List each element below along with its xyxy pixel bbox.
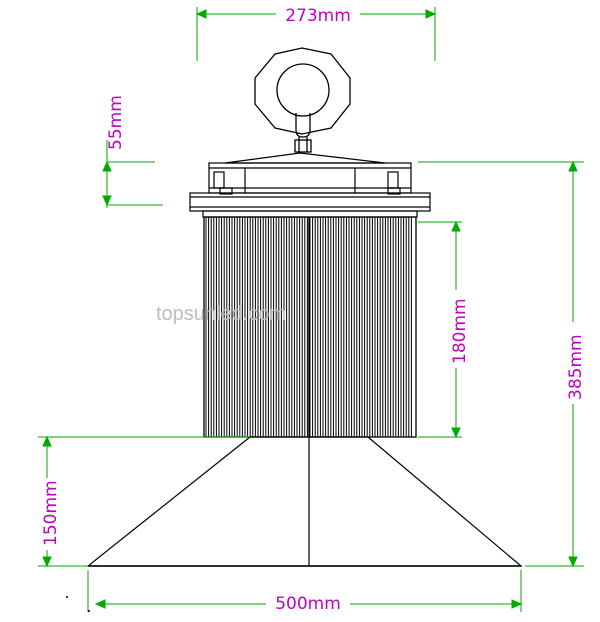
hanging-ring <box>254 47 351 153</box>
stray-dot <box>88 610 90 612</box>
dimension-reflector-height <box>38 435 250 568</box>
reflector <box>86 436 523 567</box>
dimension-total-height <box>418 160 584 568</box>
heatsink-fins <box>205 217 412 437</box>
top-width-label: 273mm <box>285 6 351 26</box>
bottom-width-label: 500mm <box>275 594 341 614</box>
heatsink-height-label: 180mm <box>450 298 470 364</box>
total-height-label: 385mm <box>566 334 586 400</box>
reflector-height-label: 150mm <box>41 480 61 546</box>
watermark-text: topsunled.com <box>156 303 286 325</box>
top-width-label-bg <box>276 4 360 24</box>
reflector-height-label-bg <box>37 478 61 550</box>
stray-dot <box>66 596 68 598</box>
hook-height-label: 55mm <box>106 95 126 150</box>
dimension-hook-height <box>102 140 163 208</box>
bottom-width-label-bg <box>266 592 350 612</box>
top-housing <box>189 152 431 218</box>
total-height-label-bg <box>562 322 586 404</box>
heatsink-height-label-bg <box>446 290 470 368</box>
